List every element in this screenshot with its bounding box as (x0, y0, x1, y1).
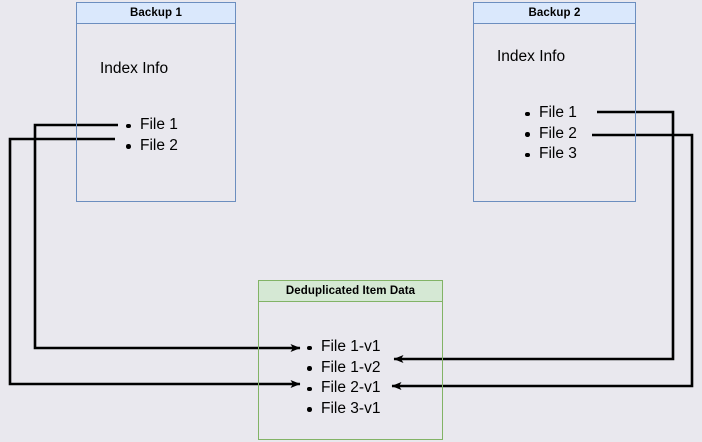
node-backup-2[interactable] (473, 2, 636, 202)
list-item[interactable]: File 1 (124, 115, 178, 136)
node-deduplicated-item-data-title: Deduplicated Item Data (285, 285, 416, 297)
node-backup-1-header[interactable]: Backup 1 (76, 2, 236, 24)
deduplicated-item-list: File 1-v1 File 1-v2 File 2-v1 File 3-v1 (305, 337, 380, 419)
dedup-file-1-v2-label: File 1-v2 (321, 358, 381, 376)
backup-2-file-1-label: File 1 (539, 104, 577, 121)
backup-2-file-3-label: File 3 (539, 145, 577, 162)
node-deduplicated-item-data-header[interactable]: Deduplicated Item Data (258, 280, 443, 302)
backup-1-file-list: File 1 File 2 (124, 115, 178, 156)
list-item[interactable]: File 1-v1 (305, 337, 380, 358)
backup-1-index-info-label: Index Info (100, 60, 169, 77)
list-item[interactable]: File 3-v1 (305, 399, 380, 420)
backup-1-file-2-label: File 2 (140, 136, 178, 154)
list-item[interactable]: File 2 (523, 124, 577, 145)
backup-1-file-1-label: File 1 (140, 116, 178, 133)
backup-2-file-list: File 1 File 2 File 3 (523, 103, 577, 165)
list-item[interactable]: File 2-v1 (305, 378, 380, 399)
dedup-file-2-v1-label: File 2-v1 (321, 379, 381, 396)
backup-2-index-info-label: Index Info (497, 48, 566, 65)
dedup-file-1-v1-label: File 1-v1 (321, 338, 381, 355)
list-item[interactable]: File 2 (124, 136, 178, 157)
node-backup-1[interactable] (76, 2, 236, 202)
dedup-file-3-v1-label: File 3-v1 (321, 399, 381, 417)
node-backup-2-title: Backup 2 (528, 7, 581, 19)
node-backup-1-title: Backup 1 (130, 7, 182, 19)
list-item[interactable]: File 1 (523, 103, 577, 124)
list-item[interactable]: File 3 (523, 144, 577, 165)
node-backup-2-header[interactable]: Backup 2 (473, 2, 636, 24)
list-item[interactable]: File 1-v2 (305, 358, 380, 379)
backup-2-file-2-label: File 2 (539, 124, 577, 142)
